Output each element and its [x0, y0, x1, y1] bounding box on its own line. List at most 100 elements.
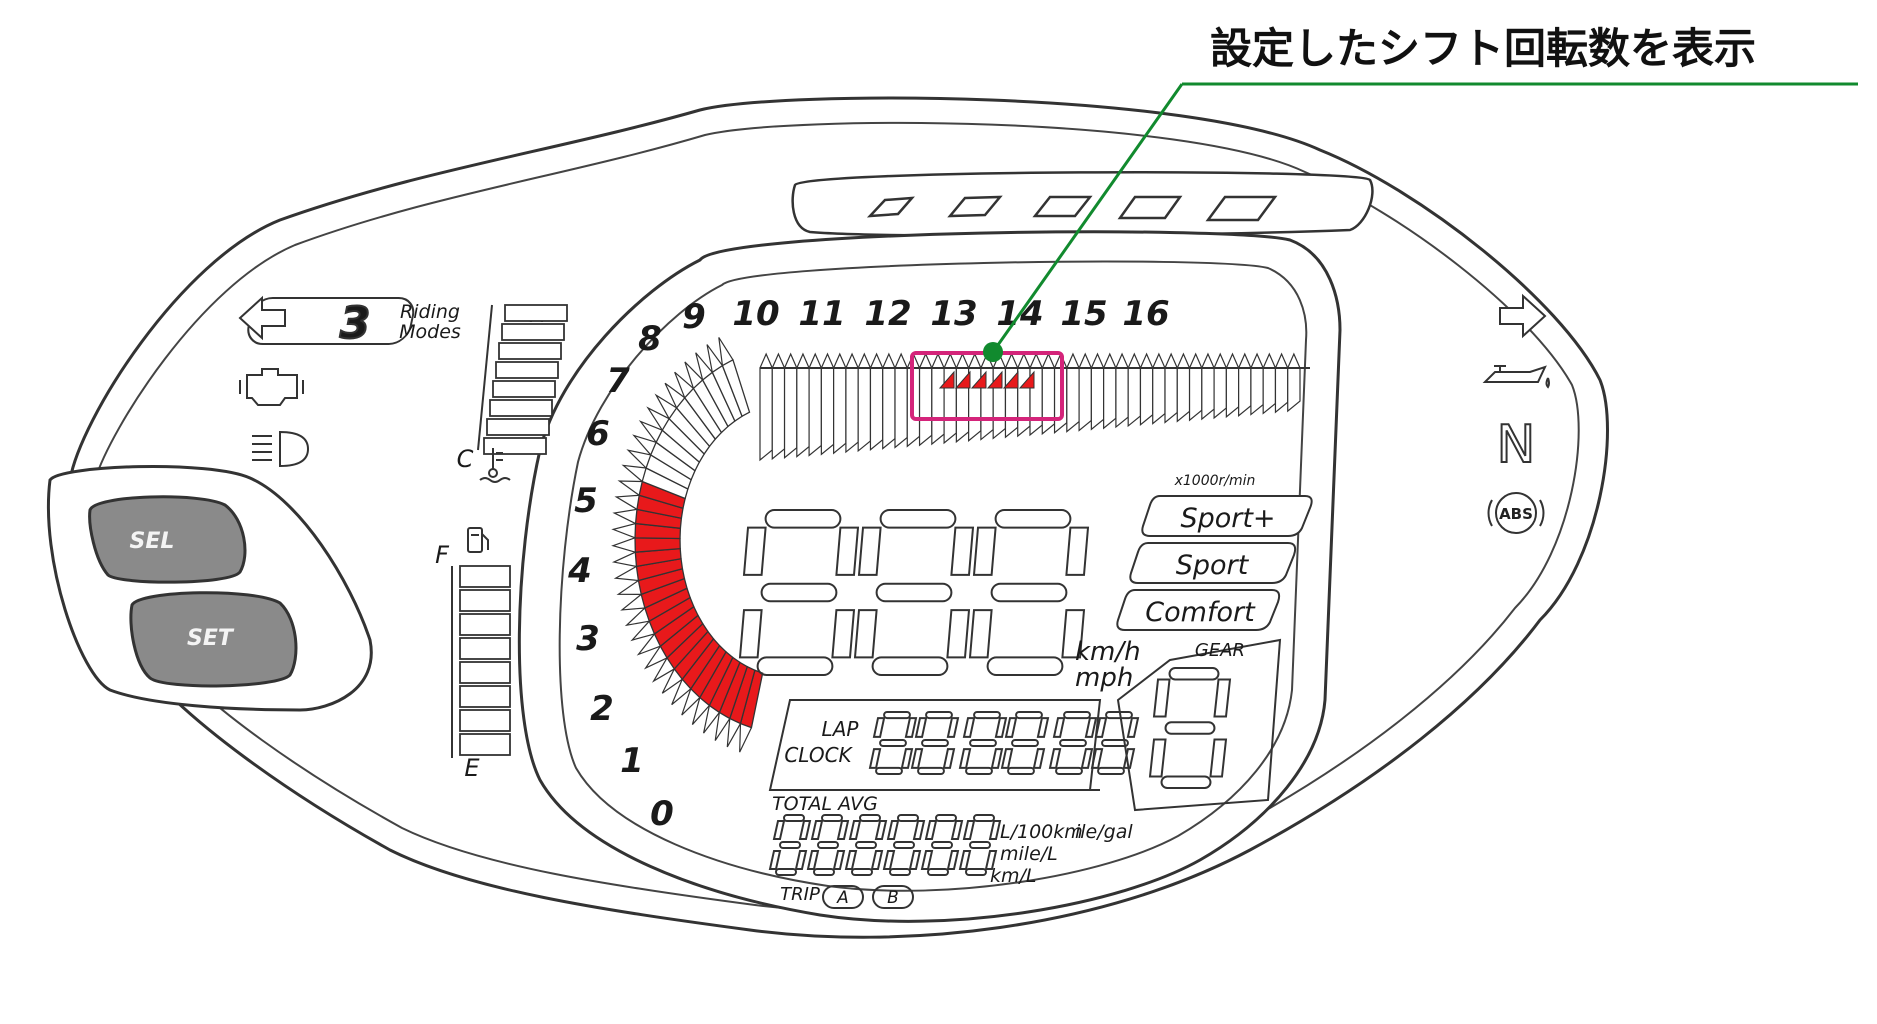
shift-light [947, 195, 1003, 218]
seven-segment-digit [844, 814, 888, 876]
rpm-tick [845, 352, 859, 369]
digit-segment [986, 656, 1064, 677]
lap-digits [868, 711, 1140, 775]
rpm-scale-label: 13 [930, 294, 977, 334]
digit-segment [806, 850, 820, 870]
fuel-bar-segment [459, 709, 511, 732]
digit-segment [772, 820, 786, 840]
digit-segment [942, 748, 956, 769]
set-button[interactable]: SET [129, 591, 298, 688]
rpm-scale-label: 8 [638, 319, 662, 359]
rpm-unit-label: x1000r/min [1174, 473, 1256, 489]
rpm-tick [857, 352, 872, 369]
rpm-tick [612, 508, 638, 525]
digit-segment [836, 820, 850, 840]
digit-segment [914, 717, 928, 738]
digit-segment [950, 526, 975, 576]
digit-segment [853, 609, 878, 659]
digit-segment [883, 711, 911, 720]
rpm-scale-label: 4 [567, 551, 592, 591]
digit-segment [968, 609, 993, 659]
rpm-tick [674, 371, 694, 399]
rpm-tick [771, 352, 786, 369]
digit-segment [969, 738, 997, 748]
digit-segment [1148, 738, 1167, 778]
rpm-tick [611, 522, 636, 539]
temp-bar-segment [504, 304, 568, 322]
digit-segment [872, 717, 886, 738]
temp-bar-segment [501, 323, 565, 341]
digit-segment [1004, 717, 1018, 738]
rpm-segment [1078, 367, 1092, 432]
trip-a-label: A [836, 888, 849, 908]
digit-segment [889, 868, 911, 876]
digit-segment [1126, 717, 1140, 738]
rpm-segment [882, 367, 896, 450]
rpm-tick [643, 645, 668, 670]
digit-segment [783, 814, 805, 822]
engine-warning-icon [239, 368, 304, 406]
digit-segment [990, 748, 1004, 769]
rpm-scale-label: 5 [574, 481, 598, 521]
rpm-tick [739, 723, 752, 753]
rpm-scale-label: 1 [620, 741, 644, 781]
digit-segment [917, 766, 945, 775]
temp-bar-segment [489, 399, 553, 417]
rpm-tick [684, 361, 704, 389]
digit-segment [875, 766, 903, 775]
digit-segment [851, 868, 873, 876]
digit-segment [879, 738, 907, 748]
digit-segment [897, 814, 919, 822]
shift-light [1205, 195, 1278, 222]
coolant-temp-icon [479, 448, 511, 483]
rpm-scale-label: 10 [732, 294, 779, 334]
seven-segment-digit [1000, 711, 1050, 775]
rpm-tick [636, 633, 661, 656]
rpm-segment [808, 367, 822, 457]
digit-segment [1152, 678, 1171, 718]
rpm-tick [714, 712, 731, 741]
digit-segment [810, 820, 824, 840]
temperature-gauge [477, 304, 568, 455]
speed-display [738, 509, 1090, 677]
digit-segment [946, 609, 971, 659]
digit-segment [1080, 748, 1094, 769]
digit-segment [924, 820, 938, 840]
digit-segment [958, 748, 972, 769]
rpm-scale-label: 2 [590, 689, 614, 729]
rpm-segment [820, 367, 835, 456]
digit-segment [1015, 711, 1043, 720]
rpm-segment [1090, 367, 1105, 431]
rpm-segment [1066, 367, 1080, 433]
temp-gauge-edge [477, 304, 493, 451]
rpm-tick [1201, 352, 1215, 369]
sel-button[interactable]: SEL [88, 495, 247, 584]
rpm-segment [833, 367, 847, 455]
digit-segment [760, 582, 838, 603]
digit-segment [910, 748, 924, 769]
digit-segment [972, 526, 997, 576]
riding-modes-line1: Riding [400, 301, 460, 323]
digit-segment [946, 850, 960, 870]
digit-segment [1032, 748, 1046, 769]
digit-segment [1007, 766, 1035, 775]
digit-segment [1059, 738, 1087, 748]
rpm-tick [691, 697, 710, 725]
seven-segment-digit [768, 814, 812, 876]
digit-segment [1097, 766, 1125, 775]
digit-segment [965, 766, 993, 775]
rpm-tick [616, 580, 642, 595]
fuel-bar-segment [459, 589, 511, 612]
digit-segment [1055, 766, 1083, 775]
shift-point-segment [970, 370, 987, 389]
seven-segment-digit [738, 509, 860, 677]
digit-segment [1000, 748, 1014, 769]
seven-segment-digit [1048, 711, 1098, 775]
fuel-bar-segment [459, 637, 511, 660]
speed-unit-mph: mph [1075, 663, 1133, 693]
rpm-tick [702, 705, 720, 734]
right-turn-signal-icon [1499, 293, 1547, 339]
digit-segment [994, 509, 1072, 529]
seven-segment-digit [910, 711, 960, 775]
